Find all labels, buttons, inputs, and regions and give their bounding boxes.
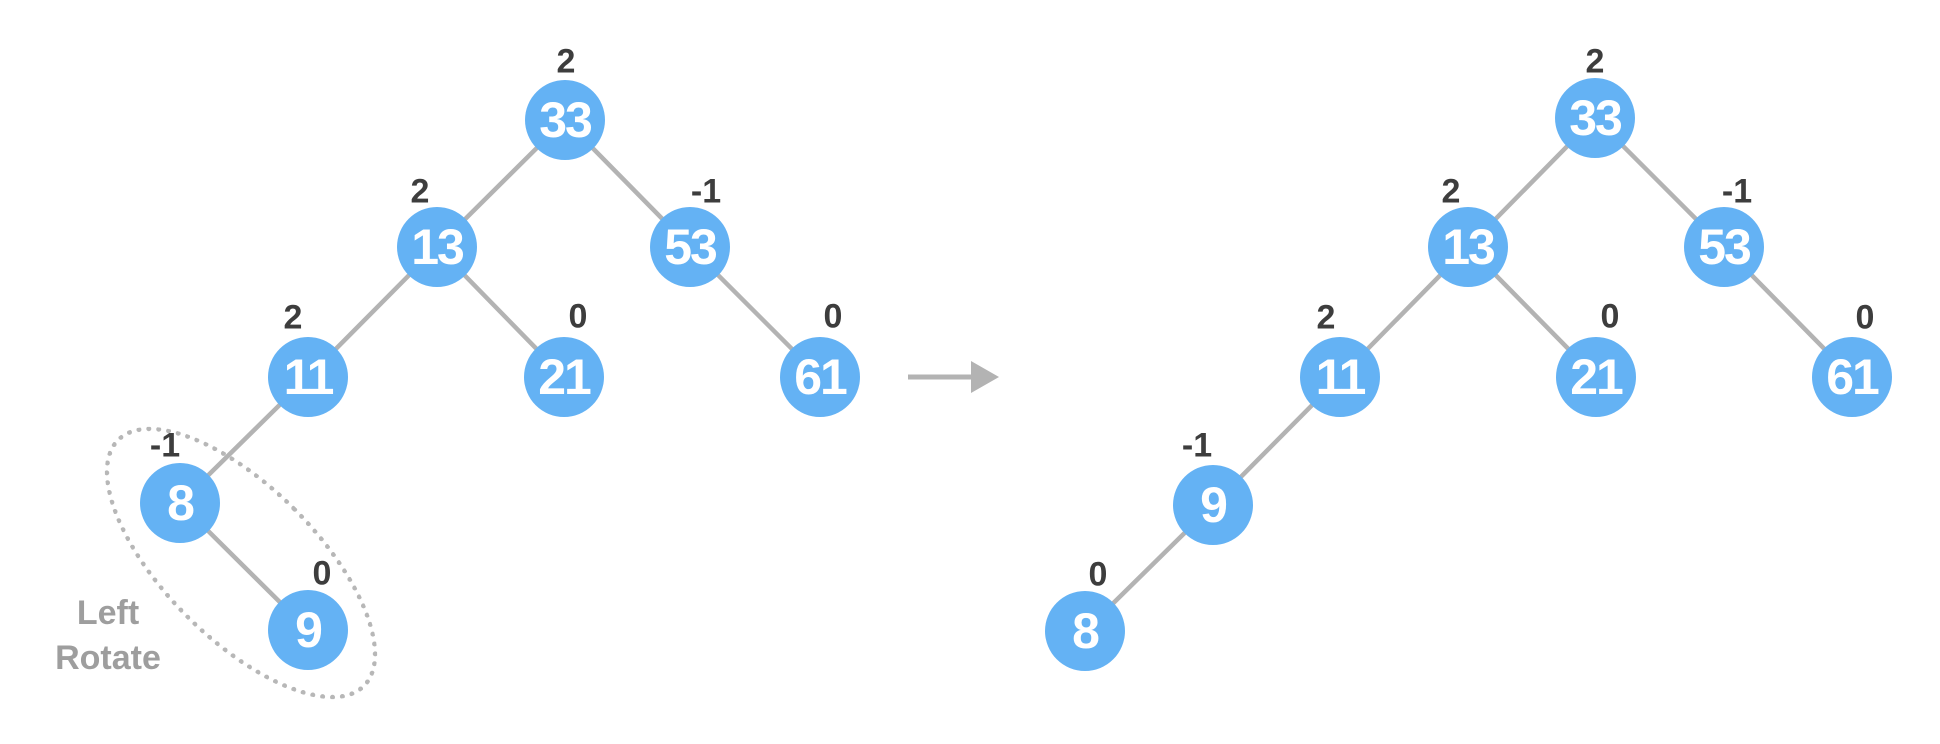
node-before-33: 33 [525, 80, 605, 160]
node-before-13: 13 [397, 207, 477, 287]
bf-before-8: -1 [149, 426, 181, 465]
node-after-11: 11 [1300, 337, 1380, 417]
node-before-11: 11 [268, 337, 348, 417]
node-after-33: 33 [1555, 78, 1635, 158]
bf-after-13: 2 [1441, 172, 1461, 211]
node-before-8: 8 [140, 463, 220, 543]
node-before-21: 21 [524, 337, 604, 417]
node-after-61: 61 [1812, 337, 1892, 417]
node-after-8: 8 [1045, 591, 1125, 671]
bf-before-13: 2 [410, 172, 430, 211]
bf-before-11: 2 [283, 298, 303, 337]
bf-after-9: -1 [1181, 426, 1213, 465]
bf-before-53: -1 [690, 172, 722, 211]
left-rotate-label-line2: Rotate [55, 639, 161, 677]
left-rotate-label-line1: Left [76, 594, 140, 632]
bf-before-9: 0 [312, 554, 332, 593]
bf-after-53: -1 [1721, 172, 1753, 211]
bf-after-61: 0 [1855, 298, 1875, 337]
node-after-13: 13 [1428, 207, 1508, 287]
node-after-53: 53 [1684, 207, 1764, 287]
bf-after-33: 2 [1585, 42, 1605, 81]
left-rotate-label: Left Rotate [55, 591, 161, 681]
bf-after-8: 0 [1088, 555, 1108, 594]
transform-arrow-icon [908, 361, 999, 393]
bf-before-61: 0 [823, 297, 843, 336]
bf-before-21: 0 [568, 297, 588, 336]
node-after-9: 9 [1173, 465, 1253, 545]
node-before-9: 9 [268, 590, 348, 670]
bf-before-33: 2 [556, 42, 576, 81]
bf-after-21: 0 [1600, 297, 1620, 336]
node-before-53: 53 [650, 207, 730, 287]
node-before-61: 61 [780, 337, 860, 417]
node-after-21: 21 [1556, 337, 1636, 417]
bf-after-11: 2 [1316, 298, 1336, 337]
